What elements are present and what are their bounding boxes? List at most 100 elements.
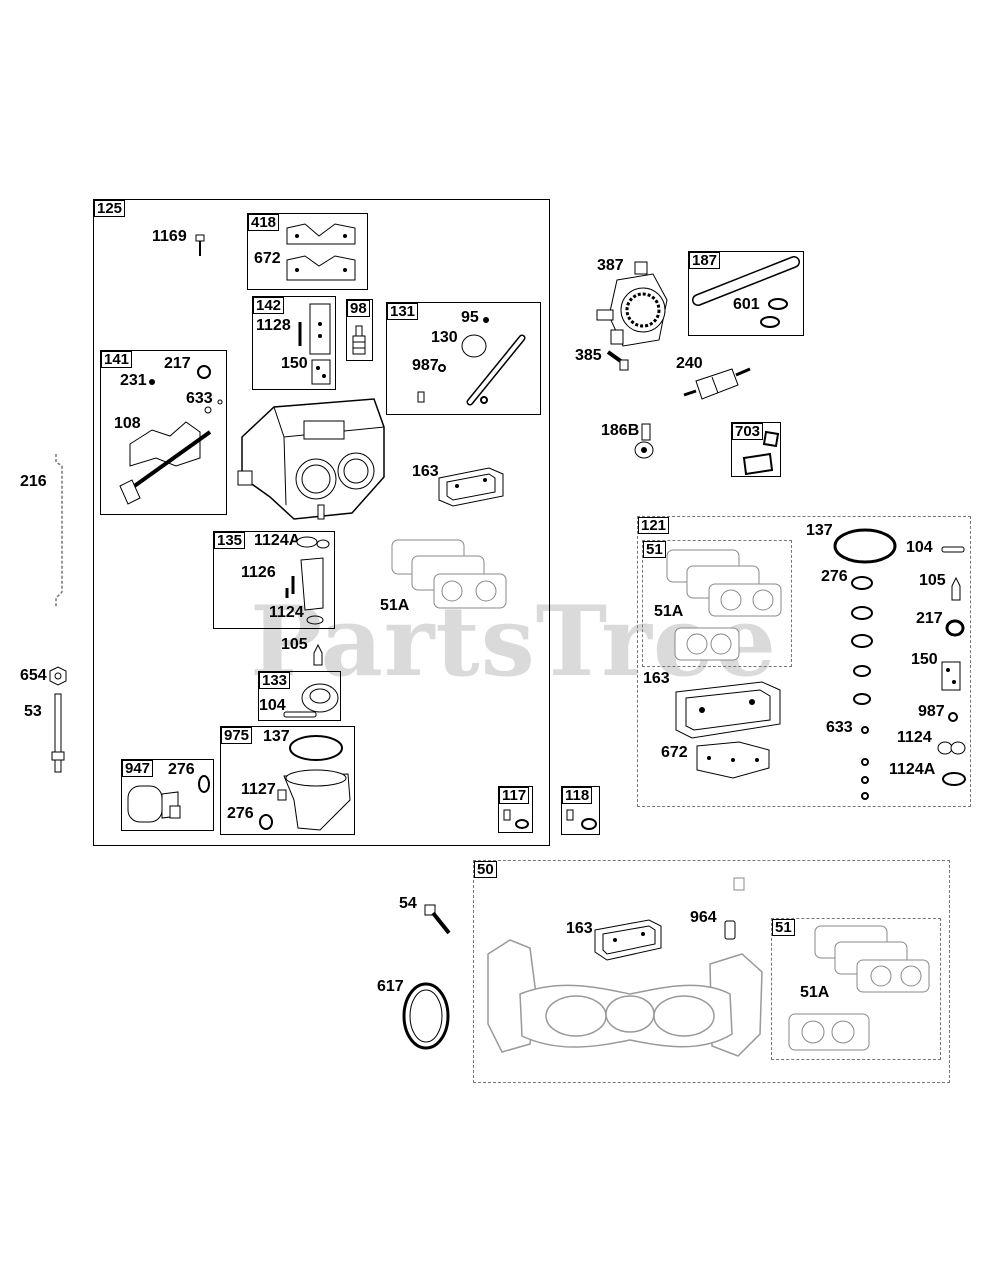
part-label-1124[interactable]: 1124 [897,729,932,746]
part-label-104[interactable]: 104 [259,697,286,714]
group-975-frame [220,726,355,835]
part-label-95[interactable]: 95 [461,309,479,326]
part-label-1128[interactable]: 1128 [256,317,291,334]
jet-icon [566,809,597,830]
part-label-137[interactable]: 137 [806,522,833,539]
part-label-150[interactable]: 150 [281,355,308,372]
group-tag-131[interactable]: 131 [387,303,419,320]
part-label-1124[interactable]: 1124 [269,604,304,621]
part-label-217[interactable]: 217 [164,355,191,372]
gasket-set-icon [391,539,507,609]
clamp-icon [742,430,780,476]
group-118-frame [561,786,600,835]
o-ring-icon [942,772,966,786]
part-label-240[interactable]: 240 [676,355,703,372]
part-label-186B[interactable]: 186B [601,422,640,439]
fuel-line-icon [692,256,800,328]
group-418-frame [247,213,368,290]
part-label-1126[interactable]: 1126 [241,564,276,581]
part-label-1124A[interactable]: 1124A [254,532,301,549]
part-label-54[interactable]: 54 [399,895,417,912]
part-label-601[interactable]: 601 [733,296,760,313]
bracket-icon [298,303,331,385]
part-label-633[interactable]: 633 [186,390,213,407]
part-label-672[interactable]: 672 [661,744,688,761]
group-tag-975[interactable]: 975 [221,727,253,744]
part-label-672[interactable]: 672 [254,250,281,267]
part-label-51A[interactable]: 51A [654,603,684,620]
part-label-1169[interactable]: 1169 [152,228,187,245]
part-label-617[interactable]: 617 [377,978,404,995]
carburetor-body-icon [237,398,385,520]
part-label-276[interactable]: 276 [821,568,848,585]
part-label-987[interactable]: 987 [412,357,439,374]
part-label-53[interactable]: 53 [24,703,42,720]
part-label-654[interactable]: 654 [20,667,47,684]
group-tag-51[interactable]: 51 [772,919,795,936]
gasket-set-icon [666,549,782,661]
part-label-217[interactable]: 217 [916,610,943,627]
part-label-51A[interactable]: 51A [380,597,410,614]
group-tag-121[interactable]: 121 [638,517,670,534]
pin-icon [941,546,965,553]
group-tag-141[interactable]: 141 [101,351,133,368]
group-tag-118[interactable]: 118 [562,787,593,804]
part-label-987[interactable]: 987 [918,703,945,720]
group-tag-135[interactable]: 135 [214,532,246,549]
group-tag-50[interactable]: 50 [474,861,497,878]
part-label-105[interactable]: 105 [919,572,946,589]
fitting-icon [733,877,745,891]
part-label-163[interactable]: 163 [566,920,593,937]
part-label-51A[interactable]: 51A [800,984,830,1001]
group-121-frame [637,516,971,807]
part-label-163[interactable]: 163 [643,670,670,687]
jet-icon [352,325,366,355]
part-label-108[interactable]: 108 [114,415,141,432]
group-133-frame [258,671,341,721]
part-label-137[interactable]: 137 [263,728,290,745]
part-label-1127[interactable]: 1127 [241,781,276,798]
group-131-frame [386,302,541,415]
group-142-frame [252,296,336,390]
group-tag-117[interactable]: 117 [499,787,530,804]
part-label-104[interactable]: 104 [906,539,933,556]
group-tag-133[interactable]: 133 [259,672,291,689]
part-label-231[interactable]: 231 [120,372,147,389]
group-tag-418[interactable]: 418 [248,214,280,231]
part-label-276[interactable]: 276 [168,761,195,778]
group-tag-125[interactable]: 125 [94,200,126,217]
seal-stack-icon [851,576,873,705]
group-tag-98[interactable]: 98 [347,300,370,317]
part-label-150[interactable]: 150 [911,651,938,668]
part-label-130[interactable]: 130 [431,329,458,346]
part-label-1124A[interactable]: 1124A [889,761,936,778]
governor-rod-icon [55,454,63,608]
group-51-frame [642,540,792,667]
part-label-216[interactable]: 216 [20,473,47,490]
group-tag-947[interactable]: 947 [122,760,154,777]
screw-icon [195,234,205,256]
part-label-276[interactable]: 276 [227,805,254,822]
group-tag-142[interactable]: 142 [253,297,285,314]
bowl-assembly-icon [259,735,351,831]
part-label-105[interactable]: 105 [281,636,308,653]
gasket-icon [696,741,770,779]
part-label-387[interactable]: 387 [597,257,624,274]
group-tag-187[interactable]: 187 [689,252,721,269]
part-label-385[interactable]: 385 [575,347,602,364]
choke-shaft-icon [119,365,223,505]
fitting-icon [634,423,654,459]
part-label-163[interactable]: 163 [412,463,439,480]
needle-icon [313,643,323,666]
part-label-964[interactable]: 964 [690,909,717,926]
group-tag-51[interactable]: 51 [643,541,666,558]
group-947-frame [121,759,214,831]
gasket-set-icon [788,925,930,1051]
group-125-frame [93,199,550,846]
group-135-frame [213,531,335,629]
group-tag-703[interactable]: 703 [732,423,764,440]
group-187-frame [688,251,804,336]
fuel-pump-icon [596,261,668,347]
part-label-633[interactable]: 633 [826,719,853,736]
group-50-frame [473,860,950,1083]
